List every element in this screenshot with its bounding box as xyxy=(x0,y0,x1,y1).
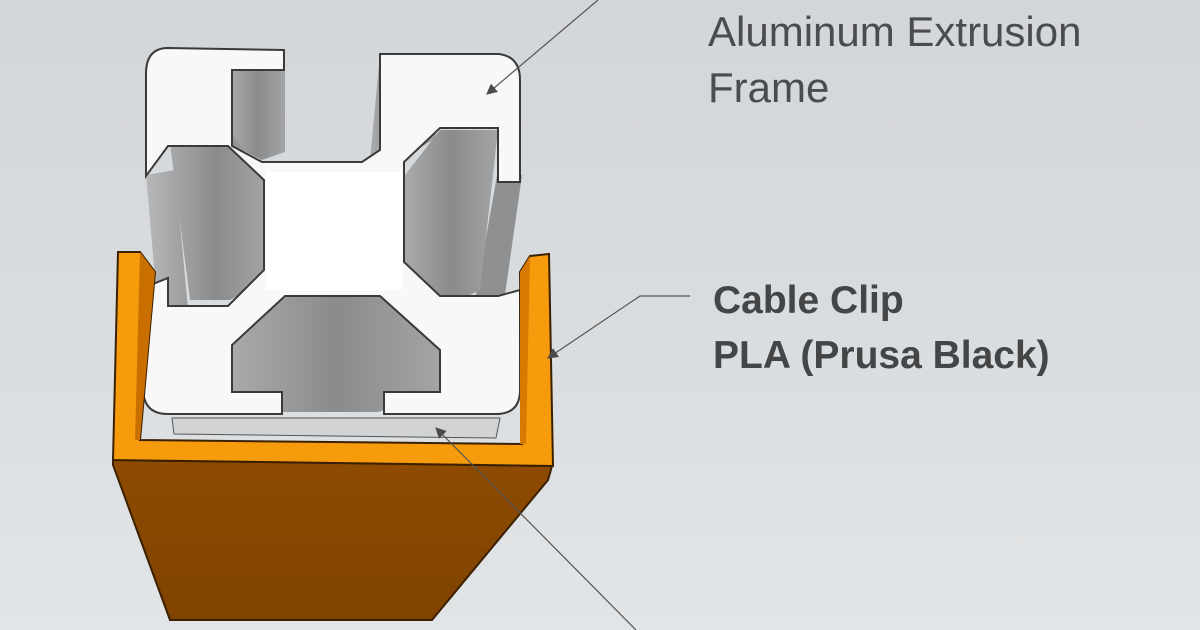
clip-left-inner-edge xyxy=(135,252,155,440)
aluminum-extrusion xyxy=(142,46,522,439)
frame-label-line2: Frame xyxy=(708,64,830,111)
extrusion-right-side xyxy=(470,170,522,330)
extrusion-bottom-strip xyxy=(171,417,501,439)
clip-callout: Cable Clip PLA (Prusa Black) xyxy=(713,273,1050,383)
extrusion-center-core xyxy=(266,172,402,290)
cable-clip xyxy=(111,251,555,621)
clip-label-line1: Cable Clip xyxy=(713,279,904,322)
frame-label-line1: Aluminum Extrusion xyxy=(708,8,1082,55)
frame-callout: Aluminum Extrusion Frame xyxy=(708,4,1081,116)
frame-leader-line xyxy=(486,0,599,95)
leader-lines xyxy=(435,0,690,630)
extrusion-slot-left xyxy=(168,128,265,300)
extrusion-bottom-leader-line xyxy=(435,427,637,630)
clip-leader-line xyxy=(547,295,690,359)
clip-label-line2: PLA (Prusa Black) xyxy=(713,334,1050,377)
extrusion-slot-bottom xyxy=(232,296,440,412)
clip-right-inner-edge xyxy=(520,256,530,444)
extrusion-slot-top-left xyxy=(230,68,285,160)
extrusion-slot-right xyxy=(405,130,498,310)
clip-lower-body xyxy=(112,458,554,621)
